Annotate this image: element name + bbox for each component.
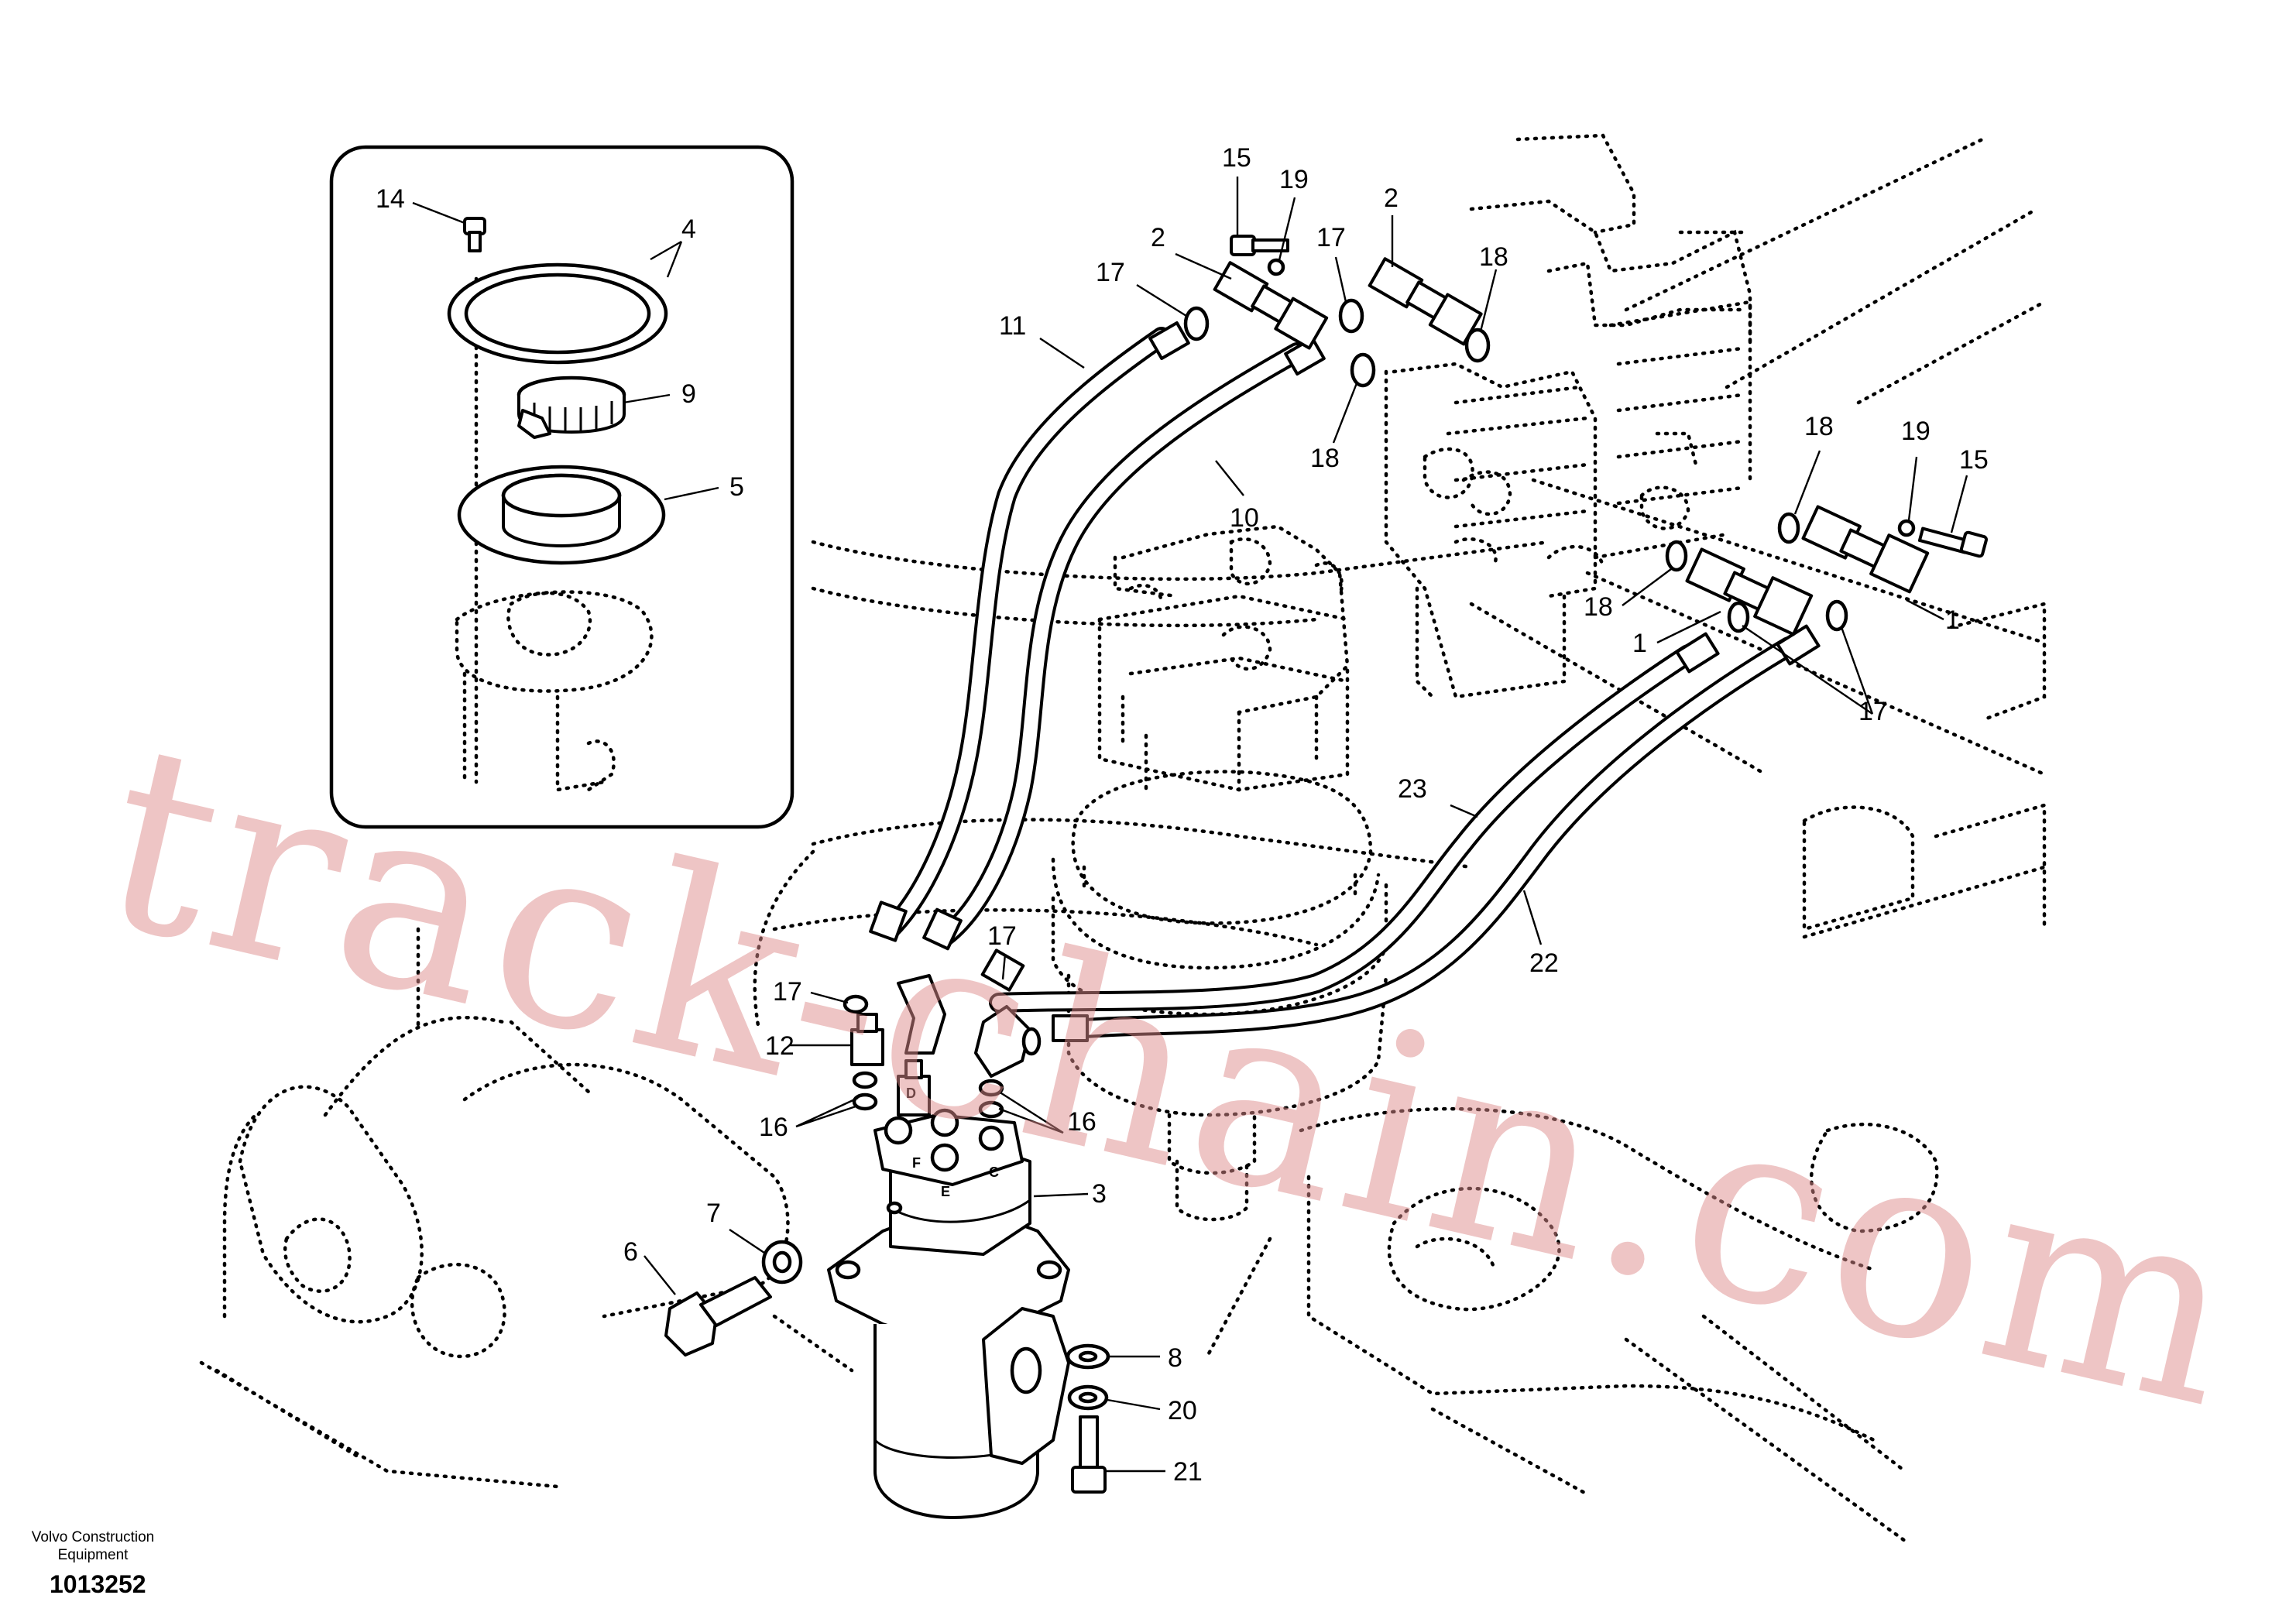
- callout-6: 6: [623, 1237, 638, 1267]
- callout-8: 8: [1168, 1343, 1182, 1373]
- o-ring-17-right-b: [1825, 599, 1848, 632]
- callout-9: 9: [681, 379, 696, 409]
- plate-5: [457, 465, 666, 565]
- bolt-14: [463, 217, 486, 252]
- callout-20: 20: [1168, 1396, 1197, 1425]
- hose-22: [1059, 636, 1799, 1040]
- fitting-2-right: [1368, 257, 1483, 346]
- brand-line-2: Equipment: [57, 1547, 129, 1563]
- o-ring-17-swivel-a: [843, 994, 869, 1014]
- callout-19-top: 19: [1279, 165, 1309, 194]
- washer-19-right: [1897, 519, 1916, 537]
- leader-lines: [412, 177, 1968, 1473]
- port-label-e: E: [941, 1184, 950, 1199]
- callout-1-left: 1: [1632, 629, 1647, 658]
- callout-5: 5: [729, 472, 744, 502]
- hose-23: [989, 644, 1698, 1013]
- callout-21: 21: [1173, 1457, 1203, 1487]
- callout-17-top-left: 17: [1096, 258, 1125, 287]
- hose-11: [880, 327, 1172, 939]
- callout-15-top: 15: [1222, 143, 1251, 173]
- adapter-12: [850, 1013, 884, 1066]
- machine-frame-outline: [199, 137, 2047, 1543]
- fitting-1-right: [1801, 505, 1930, 594]
- o-ring-18-top-right: [1464, 328, 1491, 363]
- hose-22-23-end-fittings: [1052, 624, 1821, 1042]
- o-ring-17-top-left: [1183, 306, 1210, 341]
- o-ring-16-a: [852, 1071, 878, 1089]
- callout-17-swivel-top: 17: [987, 921, 1017, 951]
- callout-17-swivel-left: 17: [773, 977, 802, 1007]
- callout-16-left: 16: [759, 1113, 788, 1142]
- callout-10: 10: [1230, 503, 1259, 533]
- o-ring-17-swivel-b: [1021, 1027, 1042, 1056]
- callout-2-right: 2: [1384, 184, 1399, 213]
- drawing-number: 1013252: [50, 1570, 146, 1598]
- port-label-c: C: [989, 1165, 999, 1180]
- bolt-15-top: [1230, 235, 1289, 256]
- callout-2-left: 2: [1151, 223, 1165, 252]
- callout-12: 12: [765, 1031, 795, 1061]
- control-valve-outline: [1384, 133, 1752, 699]
- callout-3: 3: [1092, 1179, 1107, 1209]
- port-label-d: D: [906, 1086, 916, 1101]
- callout-18-right-bottom: 18: [1584, 592, 1613, 622]
- fitting-1-left: [1685, 547, 1814, 636]
- callout-17-right: 17: [1858, 697, 1888, 726]
- bearing-9: [517, 376, 626, 439]
- callout-16-right: 16: [1067, 1107, 1097, 1137]
- o-ring-17-top-right: [1338, 298, 1364, 334]
- swing-motor-outline: [1051, 524, 1388, 1222]
- callout-labels: 14 4 9 5 15 19 2 17 11 10 18 2 17 18 18 …: [376, 143, 1989, 1487]
- o-ring-18-right-bottom: [1665, 540, 1688, 572]
- o-ring-17-right-a: [1727, 601, 1750, 633]
- brand-line-1: Volvo Construction: [31, 1529, 155, 1545]
- callout-17-top-right: 17: [1316, 223, 1346, 252]
- inset-panel: [329, 145, 795, 829]
- callout-7: 7: [706, 1199, 721, 1228]
- callout-15-right: 15: [1959, 445, 1989, 475]
- bolt-21: [1071, 1415, 1107, 1494]
- callout-18-top-right: 18: [1479, 242, 1508, 272]
- bolt-6: [664, 1276, 772, 1357]
- callout-1-right: 1: [1945, 605, 1960, 635]
- callout-11: 11: [999, 311, 1026, 341]
- spacer-7: [761, 1240, 803, 1285]
- bolt-15-right: [1917, 527, 1988, 558]
- callout-23: 23: [1398, 774, 1427, 804]
- washer-8: [1066, 1343, 1110, 1370]
- swivel-joint-3: [827, 1059, 1070, 1519]
- o-ring-18-top-left: [1350, 352, 1376, 388]
- callout-4: 4: [681, 214, 696, 244]
- callout-22: 22: [1529, 948, 1559, 978]
- brand-label: Volvo Construction Equipment: [23, 1528, 163, 1564]
- o-ring-18-right-top: [1777, 512, 1800, 544]
- o-ring-16-c: [978, 1079, 1004, 1097]
- callout-14: 14: [376, 184, 405, 214]
- hose-10: [935, 342, 1307, 947]
- callout-18-top-left: 18: [1310, 444, 1340, 473]
- callout-19-right: 19: [1901, 417, 1930, 446]
- port-label-f: F: [912, 1155, 921, 1171]
- o-ring-16-b: [852, 1092, 878, 1111]
- ring-4: [447, 262, 668, 365]
- callout-18-right-top: 18: [1804, 412, 1834, 441]
- fitting-2-left: [1213, 261, 1329, 350]
- washer-20: [1067, 1384, 1109, 1411]
- hose-end-fittings: [869, 321, 1326, 951]
- washer-19-top: [1267, 258, 1285, 276]
